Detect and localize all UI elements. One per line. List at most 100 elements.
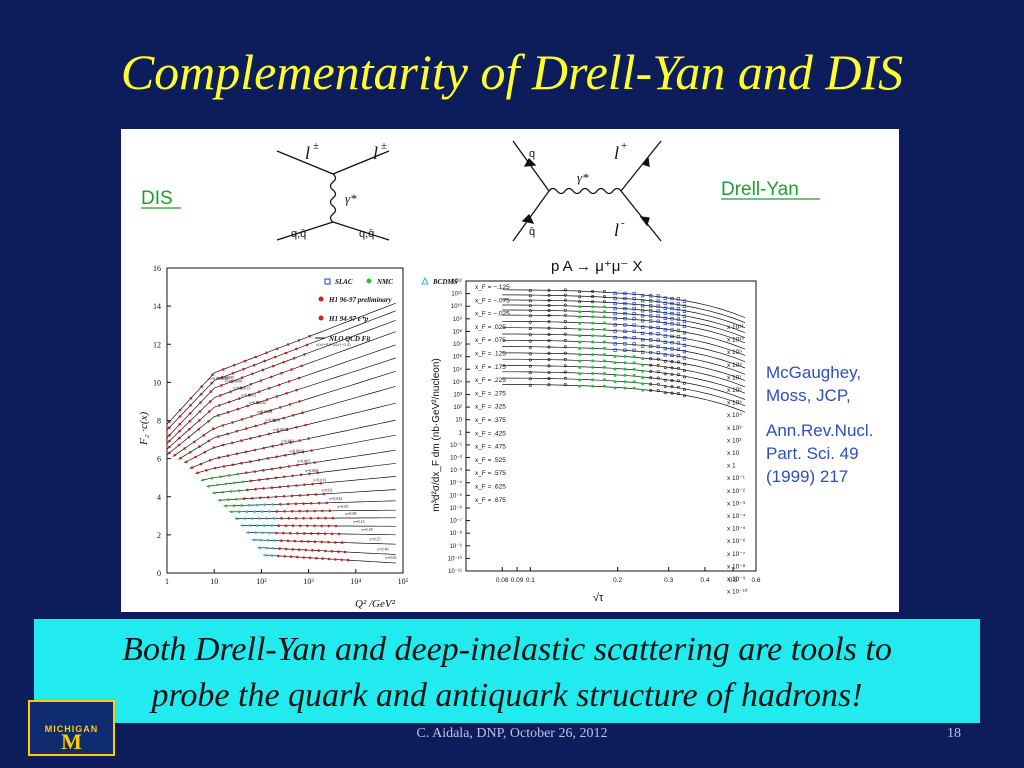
dy-data-point xyxy=(613,323,617,327)
f2-data-point xyxy=(309,516,313,520)
dy-data-point xyxy=(656,314,660,318)
f2-data-point xyxy=(205,469,208,472)
f2-data-point xyxy=(291,414,295,417)
f2-data-point xyxy=(300,540,303,543)
dy-data-point xyxy=(623,335,627,340)
f2-data-point xyxy=(296,463,299,467)
dy-y-tick-label: 10¹² xyxy=(451,279,462,285)
f2-data-point xyxy=(275,455,278,459)
dy-data-point xyxy=(632,296,636,301)
f2-data-point xyxy=(306,493,310,497)
dy-data-point xyxy=(632,301,636,306)
f2-data-point xyxy=(277,383,281,387)
f2-data-point xyxy=(305,343,309,347)
f2-y-tick-label: 2 xyxy=(157,531,161,540)
f2-data-point xyxy=(298,524,302,528)
dy-scale-factor: x 10⁻⁸ xyxy=(727,563,746,570)
dy-data-point xyxy=(632,323,636,327)
f2-x-tick-label: 10³ xyxy=(303,577,314,586)
dy-data-point xyxy=(682,375,686,379)
dy-data-point xyxy=(670,322,674,326)
dy-data-point xyxy=(641,344,645,348)
dy-feynman-diagram xyxy=(512,140,662,242)
f2-data-point xyxy=(274,476,278,480)
dy-data-point xyxy=(613,348,617,352)
f2-data-point xyxy=(267,432,271,436)
f2-data-point xyxy=(203,450,206,454)
f2-fit-curve xyxy=(172,370,396,457)
dy-lepton-minus-charge: - xyxy=(621,217,625,229)
f2-data-point xyxy=(265,398,269,401)
f2-data-point xyxy=(246,404,249,408)
dy-xf-label: x_F = .175 xyxy=(475,364,506,371)
dy-data-point xyxy=(528,294,532,298)
f2-data-point xyxy=(307,540,310,543)
dy-data-point xyxy=(613,355,617,359)
f2-data-point xyxy=(298,509,301,513)
f2-data-point xyxy=(303,483,306,487)
dy-data-point xyxy=(641,357,645,361)
dy-xf-label: x_F = .325 xyxy=(475,404,506,411)
dy-data-point xyxy=(641,298,645,303)
f2-data-point xyxy=(240,439,243,442)
f2-data-point xyxy=(258,546,262,549)
f2-data-point xyxy=(249,437,252,440)
f2-data-point xyxy=(185,460,188,464)
f2-data-point xyxy=(200,385,203,388)
f2-fit-curve xyxy=(166,344,396,450)
f2-data-point xyxy=(269,375,273,379)
dy-data-point xyxy=(613,291,617,296)
f2-data-point xyxy=(226,410,230,414)
f2-data-point xyxy=(278,547,281,550)
f2-data-point xyxy=(237,489,241,493)
dy-data-point xyxy=(547,370,551,374)
dy-data-point xyxy=(623,296,627,301)
f2-data-point xyxy=(190,466,194,469)
dy-data-point xyxy=(641,331,645,336)
dy-x-axis-label: √τ xyxy=(593,592,604,604)
f2-data-point xyxy=(227,474,231,477)
dy-data-point xyxy=(641,350,645,354)
dy-data-point xyxy=(676,302,681,306)
f2-fit-curve xyxy=(166,302,396,425)
f2-formula-note: c(x)=0.6·(i(x)−0.4) xyxy=(316,342,351,347)
f2-data-point xyxy=(337,550,340,553)
dy-x-tick-label: 0.08 xyxy=(496,577,509,584)
f2-data-point xyxy=(286,343,290,346)
dy-data-point xyxy=(632,361,636,365)
f2-data-point xyxy=(283,475,286,479)
f2-data-point xyxy=(208,459,212,462)
f2-data-point xyxy=(248,524,252,527)
dy-y-tick-label: 10⁸ xyxy=(453,328,463,335)
f2-data-point xyxy=(285,392,288,395)
f2-data-point xyxy=(226,432,229,436)
f2-x-bin-label: x=0.13 xyxy=(353,519,364,524)
dy-y-tick-label: 10⁻¹⁰ xyxy=(448,555,463,562)
f2-fit-curve xyxy=(166,310,396,431)
dy-data-point xyxy=(547,326,551,330)
dy-data-point xyxy=(528,289,532,293)
f2-data-point xyxy=(301,411,304,415)
f2-data-point xyxy=(306,524,309,528)
dy-data-point xyxy=(591,327,595,331)
f2-data-point xyxy=(236,407,240,411)
dy-data-point xyxy=(578,334,582,338)
dy-data-point xyxy=(663,391,667,395)
dy-data-point xyxy=(670,347,674,351)
dy-data-point xyxy=(663,301,667,305)
f2-data-point xyxy=(229,490,233,493)
f2-data-point xyxy=(308,334,311,338)
f2-data-point xyxy=(211,373,214,376)
f2-data-point xyxy=(317,501,321,505)
dy-data-point xyxy=(649,309,653,313)
f2-data-point xyxy=(280,517,283,520)
f2-legend-label: NMC xyxy=(376,278,393,286)
f2-data-point xyxy=(253,538,256,542)
f2-data-point xyxy=(285,428,289,431)
f2-data-point xyxy=(284,453,287,457)
f2-data-point xyxy=(261,531,264,534)
dy-data-point xyxy=(632,312,636,316)
dy-y-tick-label: 10⁻¹¹ xyxy=(448,569,462,575)
figure-svg: DIS Drell-Yan l ± l ± γ* q,q̄ q,q̄ xyxy=(138,140,873,610)
f2-data-point xyxy=(291,524,295,527)
